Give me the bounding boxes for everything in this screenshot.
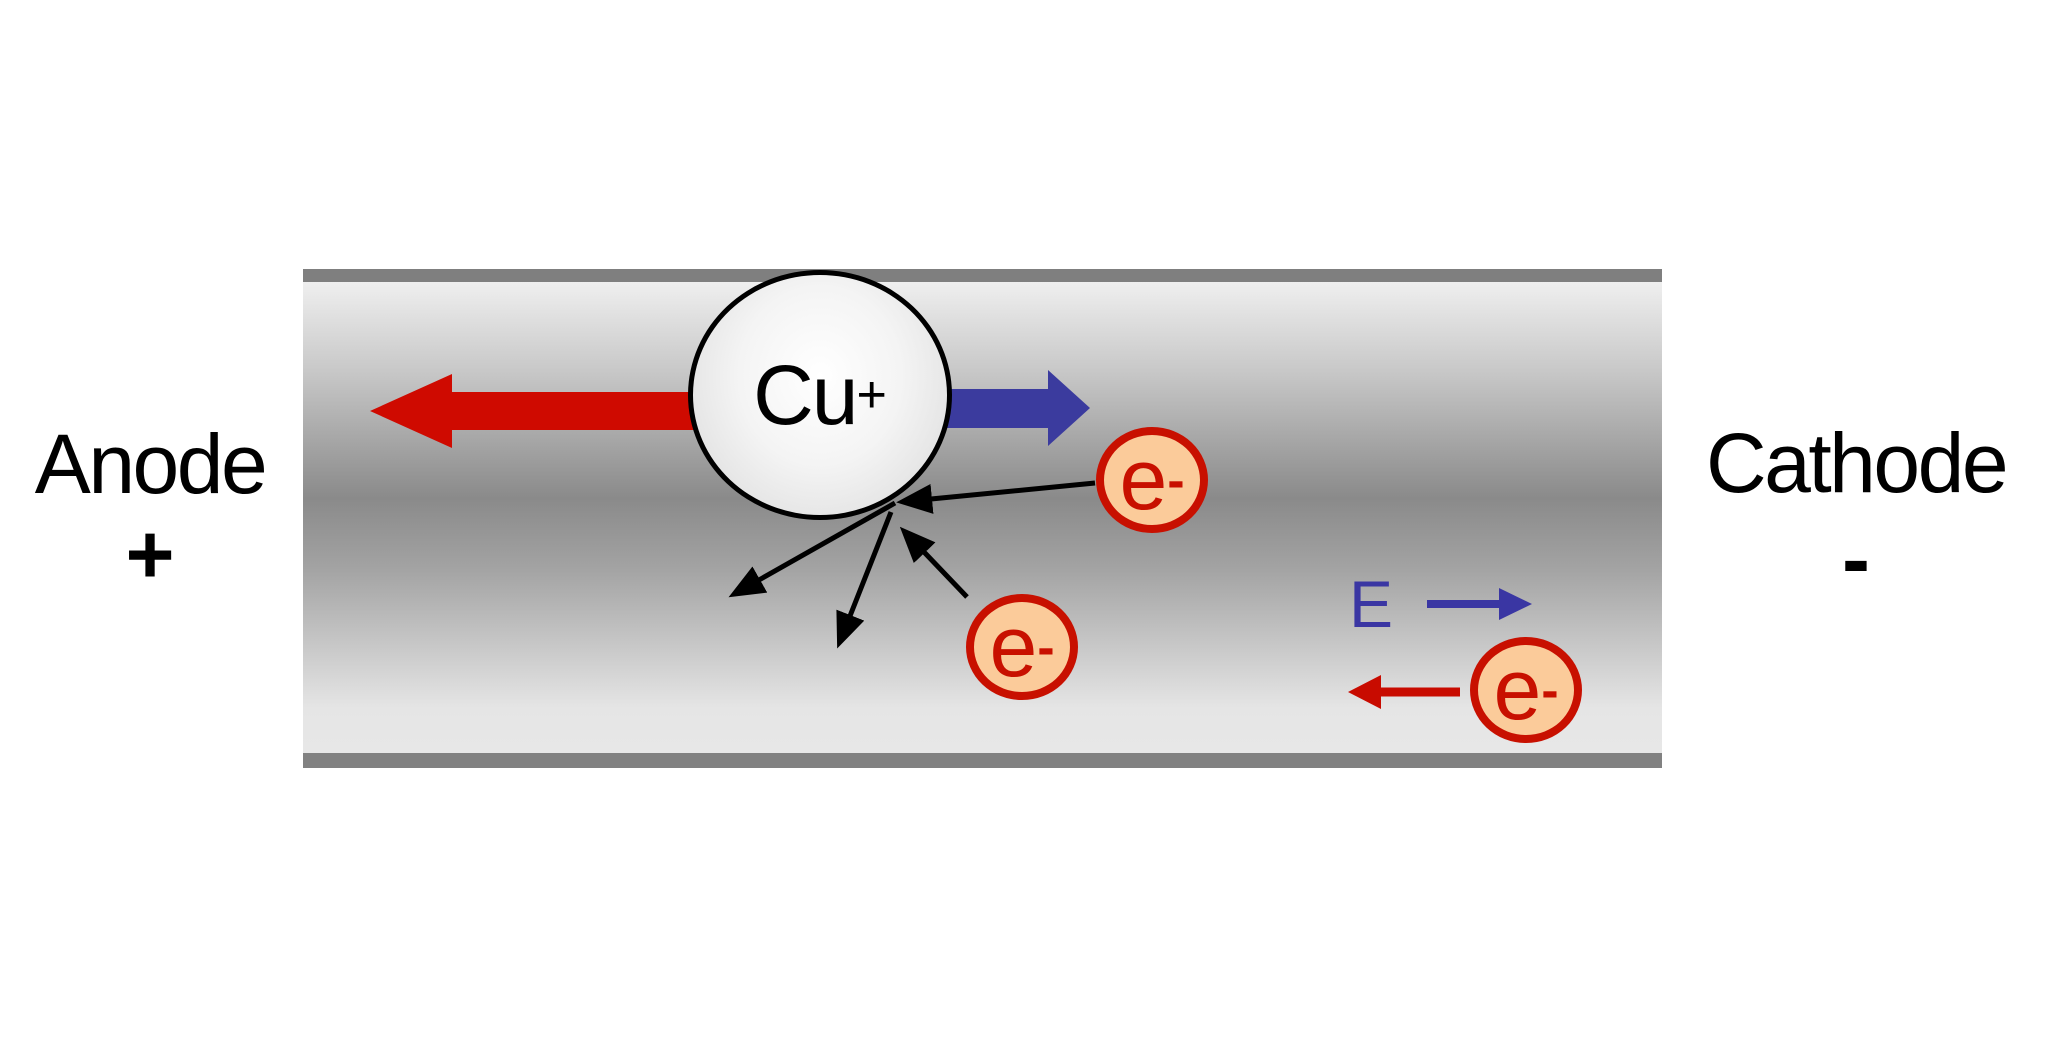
anode-polarity-label: + bbox=[125, 507, 175, 601]
electron-symbol: e bbox=[1493, 641, 1542, 738]
electron-circle-right: e- bbox=[1470, 637, 1582, 743]
electron-symbol: e bbox=[1119, 431, 1168, 528]
cathode-label: Cathode bbox=[1705, 416, 2009, 510]
conductor-top-edge bbox=[303, 269, 1662, 282]
cathode-polarity-label: - bbox=[1842, 512, 1870, 606]
copper-ion: Cu+ bbox=[688, 270, 952, 520]
copper-ion-symbol: Cu bbox=[753, 347, 858, 442]
anode-label: Anode bbox=[34, 417, 268, 511]
field-label: E bbox=[1349, 567, 1394, 641]
electron-circle-top: e- bbox=[1096, 427, 1208, 533]
conductor-bar bbox=[303, 269, 1662, 768]
conductor-bottom-edge bbox=[303, 753, 1662, 768]
electron-symbol: e bbox=[989, 598, 1038, 695]
electron-circle-middle: e- bbox=[966, 594, 1078, 700]
